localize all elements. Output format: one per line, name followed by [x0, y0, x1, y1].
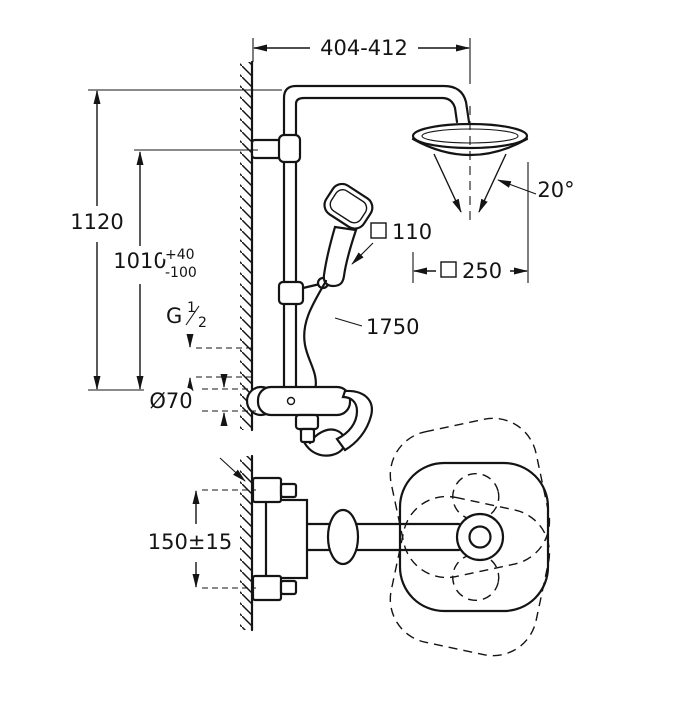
mixer-top-view: [219, 417, 551, 657]
dim-total-height: 1120: [66, 89, 282, 391]
dim-pipe-height-text: 1010: [113, 249, 166, 273]
head-shower-top-view: [398, 461, 550, 613]
hose-length-text: 1750: [366, 315, 419, 339]
mixer-lever: [335, 389, 373, 452]
mixer-body-top: [264, 498, 309, 580]
head-angle-text: 20°: [537, 178, 574, 202]
dim-top-width-text: 404-412: [320, 36, 408, 60]
slider-bracket: [277, 280, 305, 306]
hose-nipple: [299, 427, 316, 444]
spray-cone: [433, 106, 507, 222]
dim-head-shower-size: 250: [412, 162, 529, 284]
dim-supply-spacing: 150±15: [143, 489, 256, 589]
hand-shower-head: [323, 182, 374, 230]
swivel-range-lower: [389, 495, 551, 657]
diverter: [294, 413, 320, 431]
dim-top-width: 404-412: [252, 36, 471, 84]
dim-escutcheon-text: Ø70: [149, 389, 192, 413]
arm-flange: [326, 508, 360, 566]
supply-connection-bottom: [251, 574, 283, 602]
label-hose-length: 1750: [334, 315, 419, 339]
dim-pipe-tol-plus: +40: [165, 247, 195, 263]
hand-shower-handle: [322, 225, 358, 288]
dim-escutcheon-diameter: Ø70: [145, 374, 256, 426]
hand-shower-size-text: 110: [392, 220, 432, 244]
wall-lower: [240, 454, 254, 632]
dim-pipe-tol-minus: -100: [165, 265, 197, 281]
thread-numerator: 1: [187, 300, 196, 316]
thread-prefix: G: [166, 304, 182, 328]
hand-shower: [301, 182, 374, 290]
swivel-range-upper: [389, 417, 551, 579]
supply-leader-arrow: [219, 457, 246, 482]
wall-mount-bracket: [250, 133, 302, 164]
supply-connection-top: [251, 476, 283, 504]
dim-supply-spacing-text: 150±15: [148, 530, 232, 554]
label-head-angle: 20°: [497, 178, 575, 202]
mixer-body: [256, 385, 352, 417]
head-shower-size-text: 250: [462, 259, 502, 283]
square-symbol: [440, 261, 457, 278]
mixer-front-view: [245, 385, 373, 452]
dim-pipe-height: 1010 +40 -100: [109, 149, 258, 390]
dim-total-height-text: 1120: [70, 210, 123, 234]
square-symbol: [370, 222, 387, 239]
thread-denominator: 2: [198, 315, 207, 331]
wall-upper: [240, 60, 254, 432]
dim-thread: G 1 2: [166, 300, 252, 391]
shower-column-pipe: [282, 84, 471, 390]
label-hand-shower-size: 110: [351, 220, 432, 265]
